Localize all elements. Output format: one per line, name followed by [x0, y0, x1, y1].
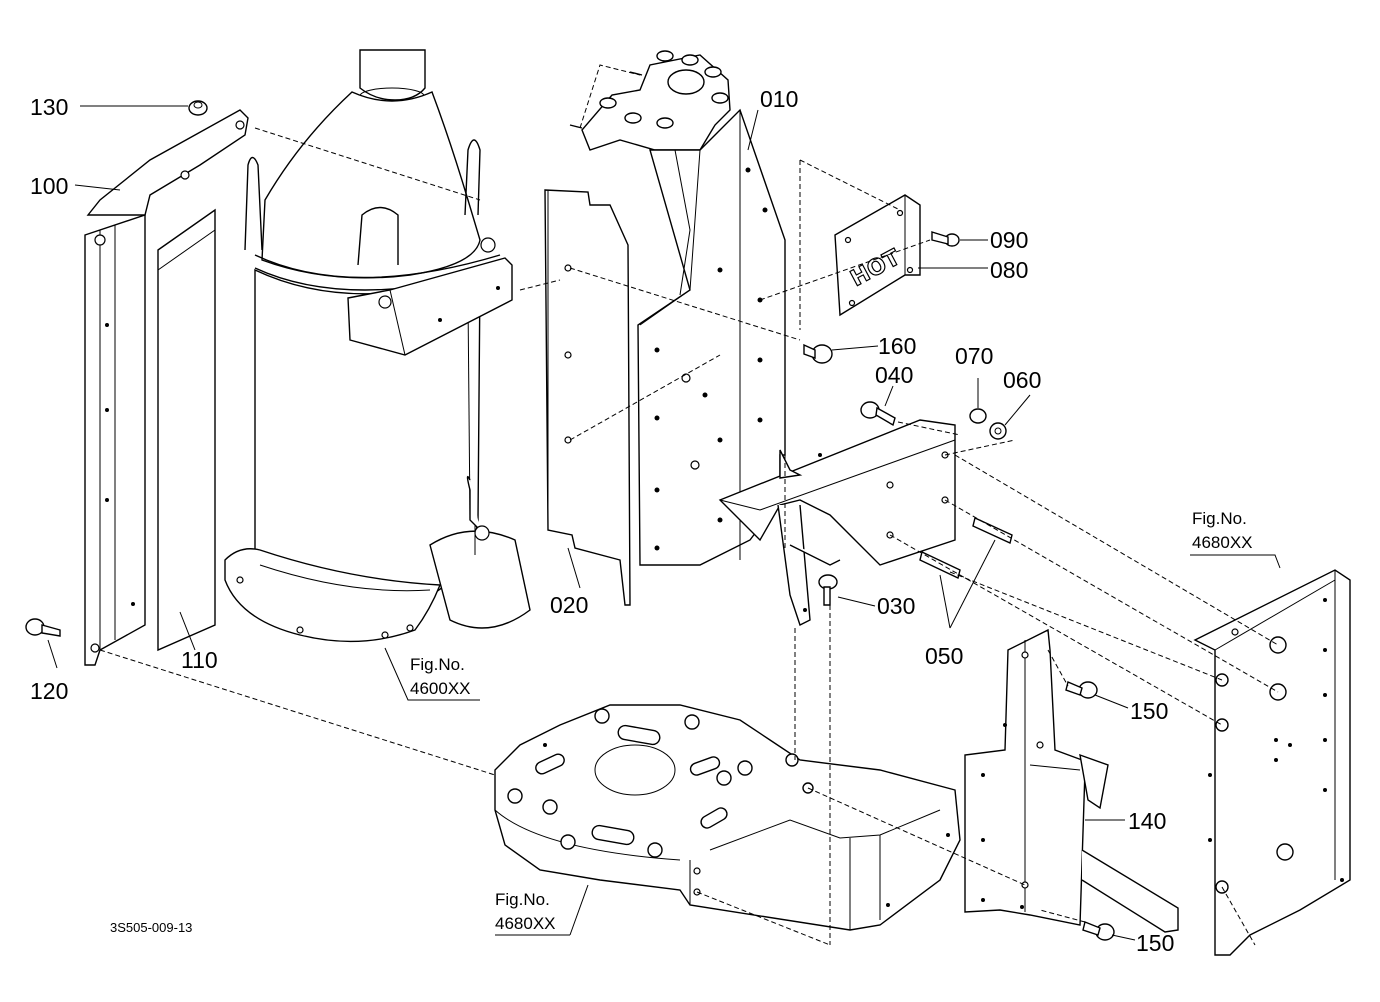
- drawing-code: 3S505-009-13: [110, 920, 192, 935]
- part-040-support-bracket: [718, 419, 956, 626]
- label-140: 140: [1128, 808, 1166, 834]
- part-050-studs: [919, 517, 1013, 579]
- fig-ref-4680-right-label: Fig.No.: [1192, 509, 1247, 528]
- label-090: 090: [990, 227, 1028, 253]
- part-150-bolt-lower: [1082, 921, 1115, 941]
- fig-ref-4680-bottom-label: Fig.No.: [495, 890, 550, 909]
- label-070: 070: [955, 343, 993, 369]
- fig-ref-4600-number: 4600XX: [410, 679, 471, 698]
- label-020: 020: [550, 592, 588, 618]
- fig-ref-4600-label: Fig.No.: [410, 655, 465, 674]
- label-150-lower: 150: [1136, 930, 1174, 956]
- fig-ref-4680-bottom-number: 4680XX: [495, 914, 556, 933]
- label-150-upper: 150: [1130, 698, 1168, 724]
- dpf-muffler: [224, 49, 531, 643]
- label-160: 160: [878, 333, 916, 359]
- right-frame-4680xx: [1193, 569, 1351, 956]
- part-150-bolt-upper: [1065, 681, 1098, 699]
- label-130: 130: [30, 94, 68, 120]
- label-080: 080: [990, 257, 1028, 283]
- part-120-bolt: [25, 618, 61, 637]
- label-040: 040: [875, 362, 913, 388]
- fasteners: [25, 100, 1115, 941]
- fig-ref-4680-right-number: 4680XX: [1192, 533, 1253, 552]
- part-140-bracket: [964, 628, 1179, 933]
- part-130-nut: [188, 100, 208, 116]
- part-labels: 130 100 120 110 020 010 090 080 160 040 …: [30, 86, 1174, 956]
- part-160-bolt: [803, 343, 833, 364]
- leader-lines: [47, 105, 1281, 941]
- label-110: 110: [181, 647, 218, 673]
- label-030: 030: [877, 593, 915, 619]
- part-030-bolt: [818, 574, 838, 606]
- figure-references: Fig.No. 4600XX Fig.No. 4680XX Fig.No. 46…: [410, 509, 1253, 933]
- part-090-bolt: [931, 231, 960, 247]
- label-050: 050: [925, 643, 963, 669]
- part-110-sheet: [157, 208, 216, 652]
- base-plate-4680xx: [494, 704, 961, 931]
- label-060: 060: [1003, 367, 1041, 393]
- label-100: 100: [30, 173, 68, 199]
- label-010: 010: [760, 86, 798, 112]
- assembly-centerlines: [99, 64, 1279, 946]
- part-020-plate: [544, 189, 631, 606]
- part-060-washer: [989, 422, 1007, 440]
- part-040-bolt: [860, 401, 896, 427]
- part-070-nut: [969, 408, 987, 424]
- part-080-hot-plate: HOT: [834, 194, 921, 317]
- label-120: 120: [30, 678, 68, 704]
